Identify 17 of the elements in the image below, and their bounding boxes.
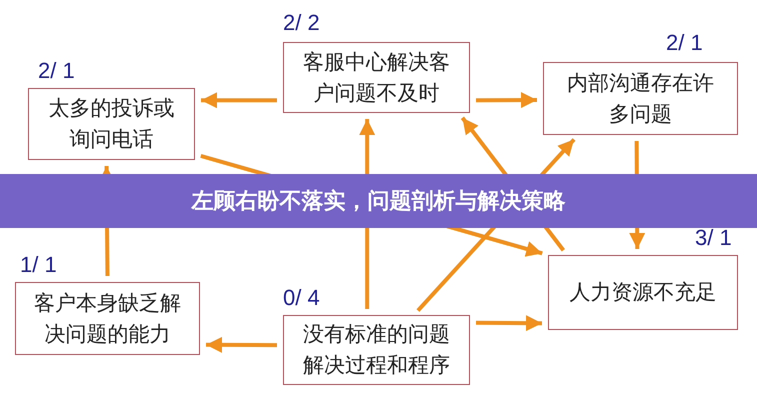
score-label: 2/ 2 — [283, 10, 320, 36]
arrow — [201, 92, 277, 108]
score-label: 2/ 1 — [38, 58, 75, 84]
cause-box: 没有标准的问题解决过程和程序 — [283, 315, 470, 385]
arrow — [206, 336, 277, 353]
score-label: 2/ 1 — [666, 30, 703, 56]
score-label: 3/ 1 — [695, 225, 732, 251]
cause-box: 客户本身缺乏解决问题的能力 — [15, 282, 200, 355]
cause-box: 内部沟通存在许多问题 — [543, 62, 738, 135]
score-label: 0/ 4 — [283, 285, 320, 311]
cause-box: 太多的投诉或询问电话 — [28, 88, 195, 160]
cause-box: 人力资源不充足 — [548, 255, 738, 330]
score-label: 1/ 1 — [20, 252, 57, 278]
arrow — [476, 315, 542, 332]
cause-box: 客服中心解决客户问题不及时 — [283, 42, 470, 113]
arrow — [476, 92, 537, 108]
title-banner: 左顾右盼不落实，问题剖析与解决策略 — [0, 174, 757, 228]
